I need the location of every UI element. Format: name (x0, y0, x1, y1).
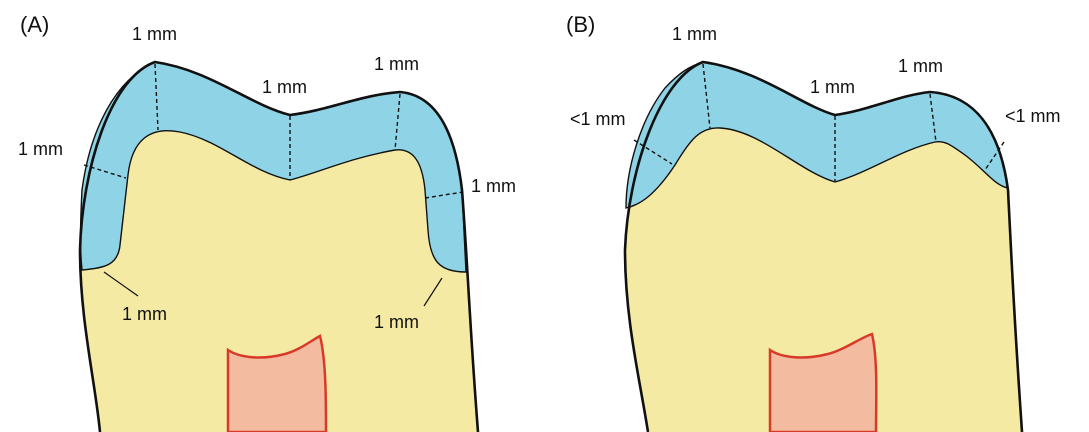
label-occlusal-left-b: 1 mm (672, 24, 717, 44)
label-axial-left-b: <1 mm (570, 109, 626, 129)
panel-b: (B) 1 mm 1 mm 1 mm <1 mm <1 mm (566, 12, 1061, 432)
label-occlusal-center-a: 1 mm (262, 77, 307, 97)
panel-label-a: (A) (20, 12, 49, 37)
label-axial-right-b: <1 mm (1005, 106, 1061, 126)
label-occlusal-center-b: 1 mm (810, 77, 855, 97)
label-occlusal-right-a: 1 mm (374, 54, 419, 74)
panel-label-b: (B) (566, 12, 595, 37)
label-occlusal-right-b: 1 mm (898, 56, 943, 76)
label-axial-right-a: 1 mm (471, 176, 516, 196)
label-axial-left-a: 1 mm (18, 139, 63, 159)
label-margin-left-a: 1 mm (122, 304, 167, 324)
label-margin-right-a: 1 mm (374, 312, 419, 332)
panel-a: (A) 1 mm 1 mm 1 mm 1 mm 1 mm 1 mm 1 mm (18, 12, 516, 432)
label-occlusal-left-a: 1 mm (132, 24, 177, 44)
